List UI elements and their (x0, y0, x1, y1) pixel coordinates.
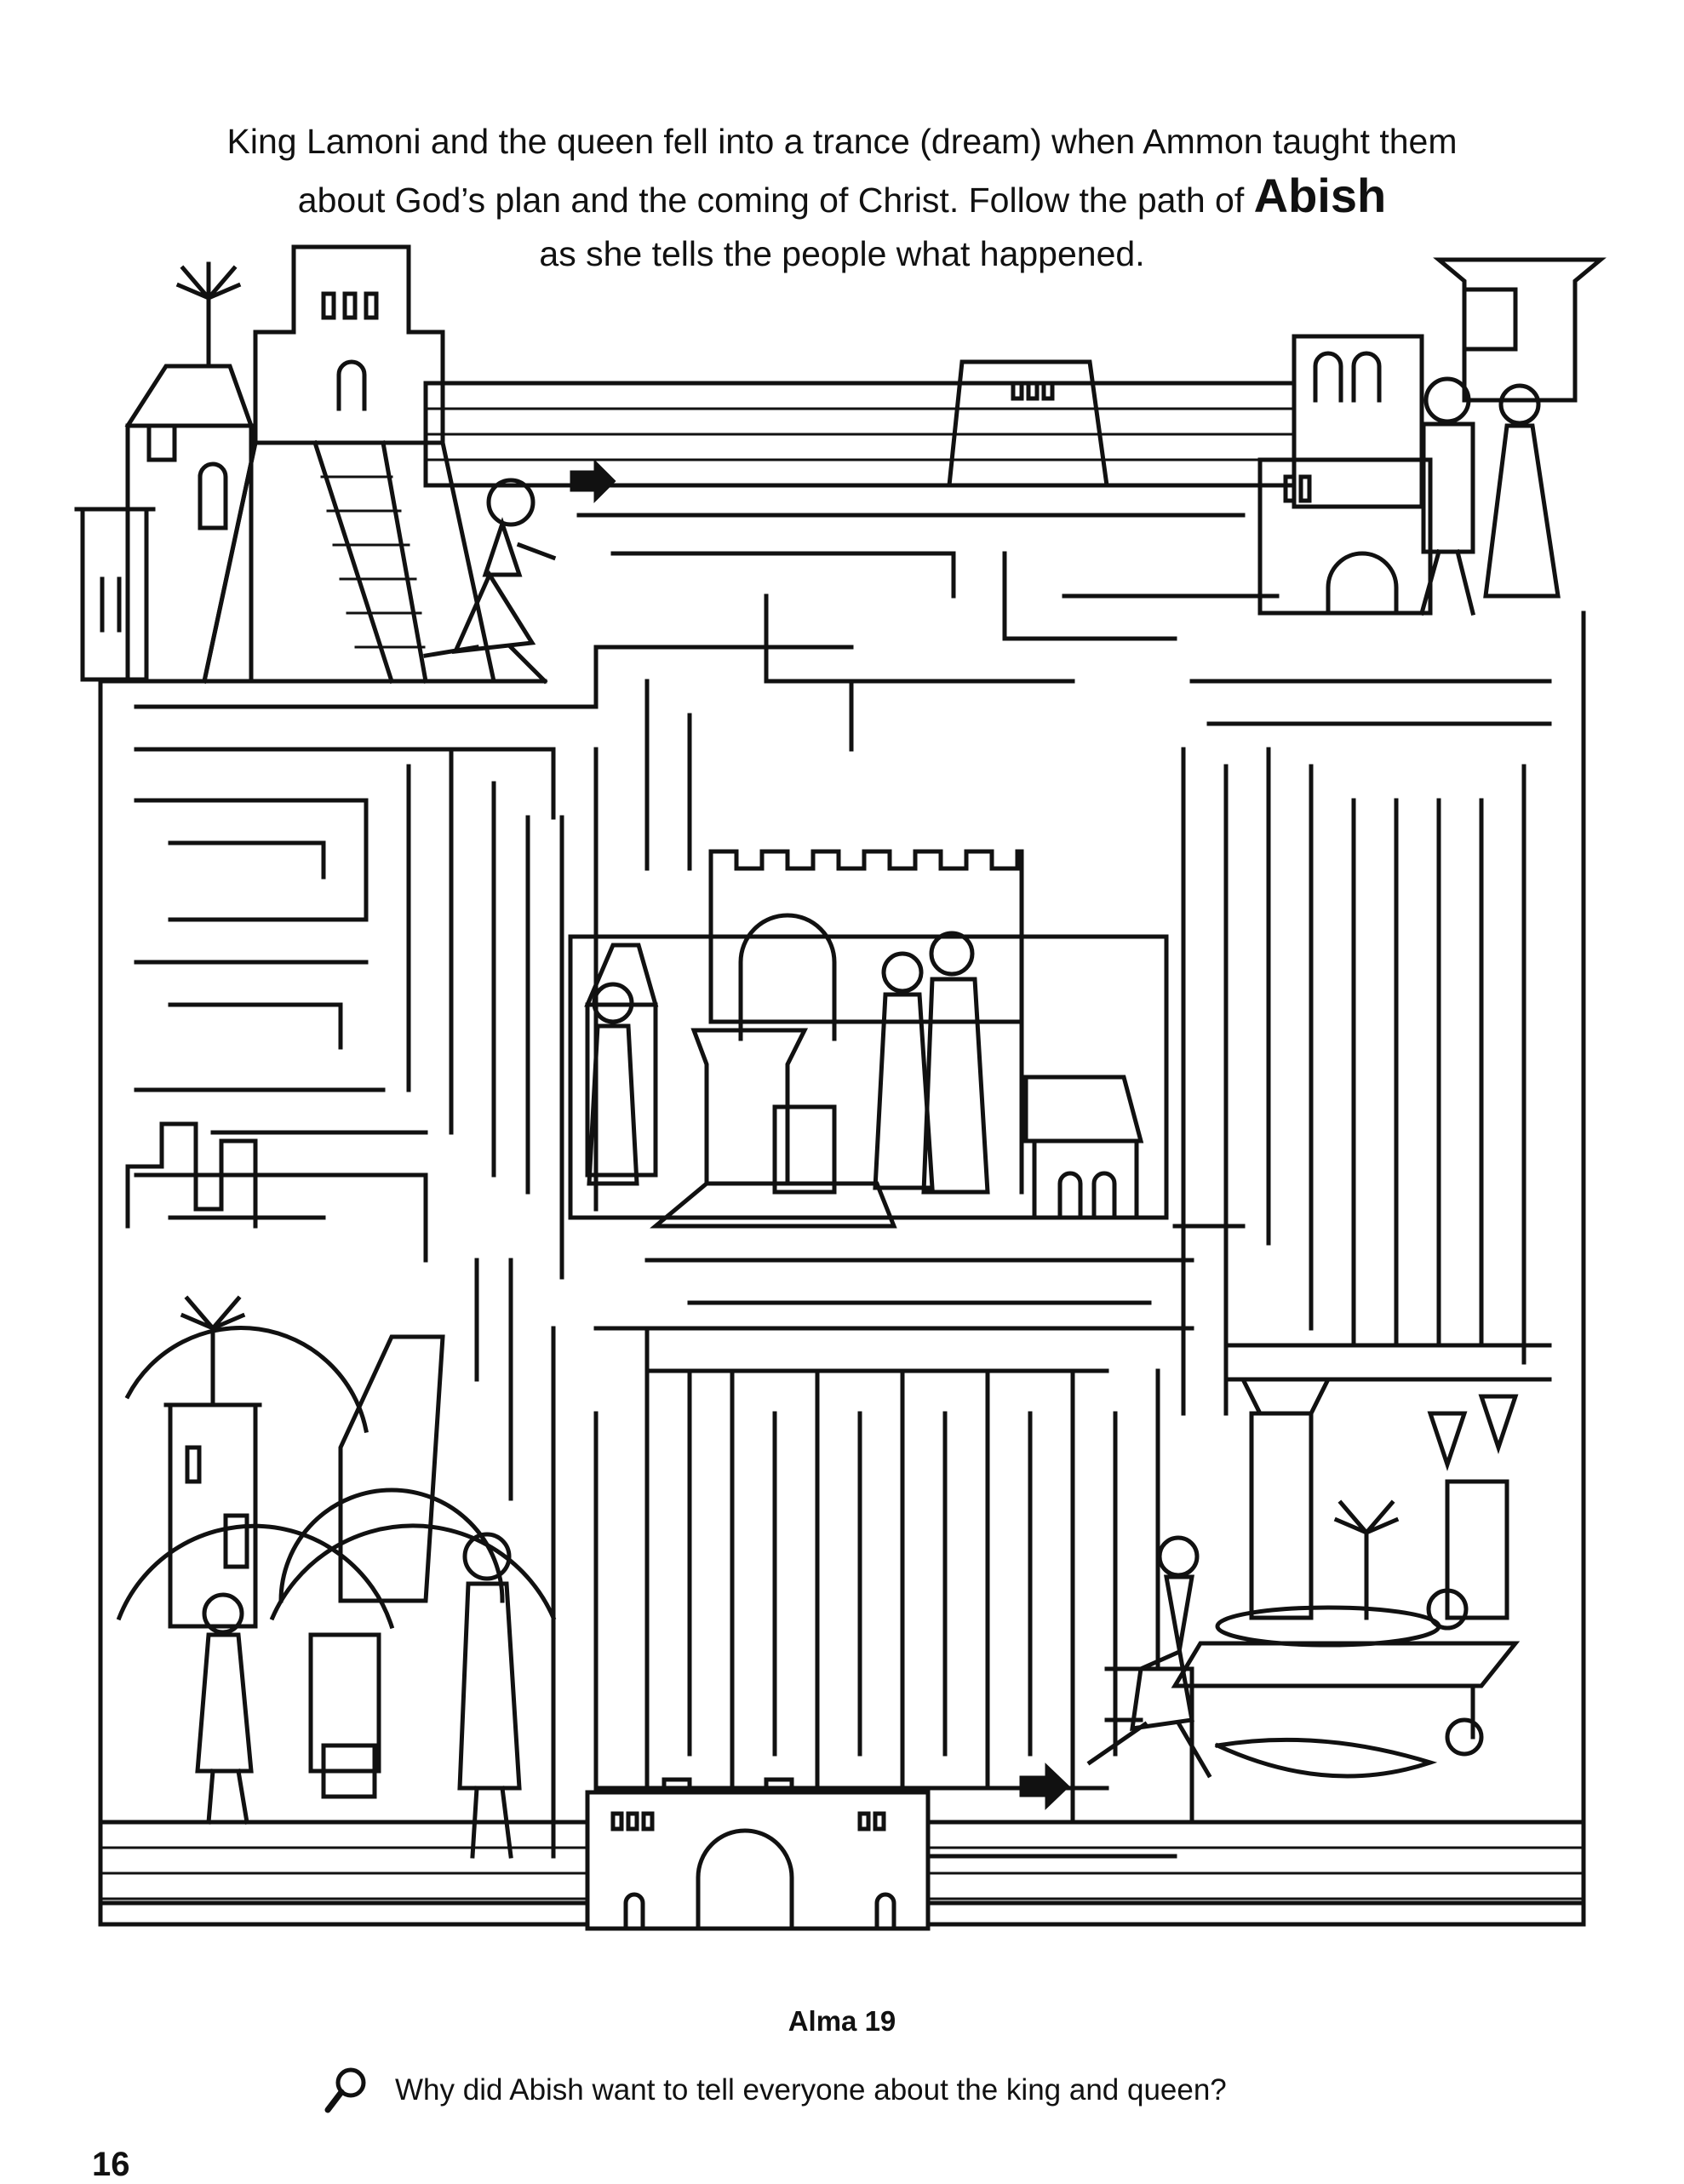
magnifying-glass-icon (324, 2067, 366, 2113)
maze-frame (98, 610, 1586, 1906)
question-text: Why did Abish want to tell everyone abou… (395, 2073, 1227, 2107)
page-number: 16 (92, 2146, 130, 2183)
scripture-reference: Alma 19 (788, 2005, 896, 2037)
instructions-line-3: as she tells the people what happened. (539, 234, 1145, 273)
bottom-right-scene (1086, 1377, 1521, 1779)
instructions-line-2: about God’s plan and the coming of Chris… (85, 169, 1599, 227)
maze-walls (134, 513, 1552, 1859)
instructions-line-2-text: about God’s plan and the coming of Chris… (297, 181, 1245, 220)
bottom-left-city (116, 1121, 557, 1859)
abish-start-figure (423, 478, 557, 685)
finish-arrow-icon (1019, 1763, 1070, 1810)
discussion-question: Why did Abish want to tell everyone abou… (324, 2065, 1227, 2116)
center-palace (568, 849, 1169, 1229)
abish-name: Abish (1253, 169, 1387, 222)
bottom-wall (98, 1777, 1586, 1931)
start-arrow-icon (570, 458, 616, 504)
top-left-city (74, 244, 497, 685)
top-wall (423, 359, 1297, 488)
instructions: King Lamoni and the queen fell into a tr… (85, 115, 1599, 281)
top-right-city (1257, 257, 1607, 616)
instructions-line-1: King Lamoni and the queen fell into a tr… (226, 122, 1458, 161)
